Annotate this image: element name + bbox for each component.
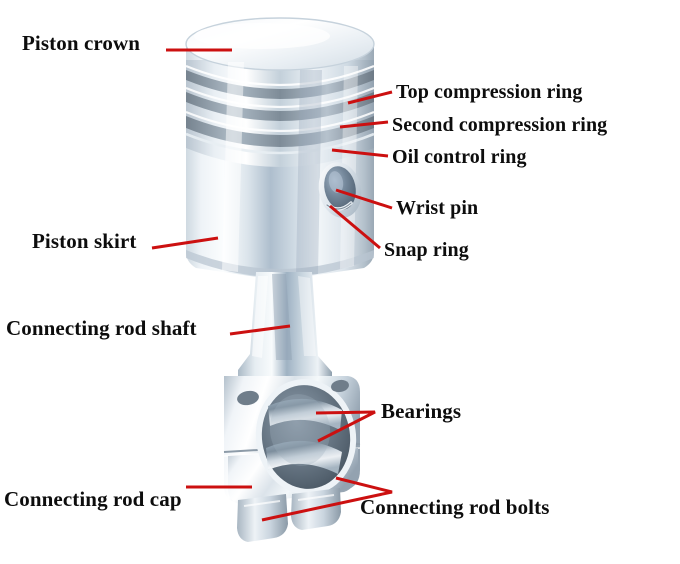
rod-shaft-highlight-right [298, 276, 316, 356]
wrist-pin-bore-highlight [328, 171, 344, 193]
label-connecting-rod-bolts: Connecting rod bolts [360, 495, 550, 519]
label-wrist-pin: Wrist pin [396, 197, 479, 219]
bolt-right-highlight [297, 494, 335, 501]
bolt-hole-upper [237, 390, 259, 406]
leader-bearings [315, 410, 376, 443]
label-connecting-rod-cap: Connecting rod cap [4, 487, 182, 511]
ring-land-highlight-4 [185, 132, 375, 155]
label-oil-control-ring: Oil control ring [392, 146, 527, 168]
ring-land-highlight-2 [185, 86, 375, 109]
piston-crown-rim [185, 17, 375, 71]
bolt-left-highlight [243, 500, 281, 507]
leader-connecting-rod-bolts [261, 476, 393, 522]
label-second-compression-ring: Second compression ring [392, 114, 608, 136]
bolt-hole-upper-right [331, 379, 349, 393]
upper-bearing-shell [268, 398, 342, 430]
label-snap-ring: Snap ring [384, 239, 469, 261]
piston-crown-highlight [194, 23, 330, 49]
piston-body-shadow-band [296, 70, 322, 275]
rod-shaft-web-shadow [272, 274, 292, 360]
label-top-compression-ring: Top compression ring [396, 81, 583, 103]
label-piston-skirt: Piston skirt [32, 229, 137, 253]
ring-land-highlight-3 [185, 110, 375, 133]
leader-lines [151, 48, 393, 522]
leader-snap-ring [329, 204, 381, 250]
label-piston-crown: Piston crown [22, 31, 141, 55]
piston-body-sheen-left [222, 62, 244, 272]
connecting-rod-bolt-left [237, 494, 288, 542]
leader-connecting-rod-shaft [229, 324, 291, 336]
rod-shaft-highlight [252, 276, 268, 358]
bore-inner-shade [269, 394, 331, 466]
leader-piston-skirt [151, 236, 219, 250]
lower-bearing-shell [266, 440, 342, 474]
label-connecting-rod-shaft: Connecting rod shaft [6, 316, 197, 340]
leader-second-compression-ring [339, 120, 389, 129]
leader-top-compression-ring [347, 90, 393, 105]
ring-land-highlight-1 [185, 64, 375, 87]
piston-group [185, 17, 375, 278]
leader-wrist-pin [335, 188, 393, 210]
leader-oil-control-ring [331, 148, 389, 158]
label-bearings: Bearings [381, 399, 462, 423]
snap-ring-outline [326, 202, 352, 210]
